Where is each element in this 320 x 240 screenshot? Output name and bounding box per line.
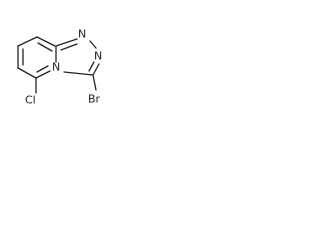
bond-c3-br bbox=[92, 74, 97, 91]
bond-c8a-n1-inner bbox=[60, 43, 78, 51]
bond-c3-n4 bbox=[63, 71, 94, 76]
atom-label-n4: N bbox=[52, 61, 60, 74]
atom-label-n2: N bbox=[94, 50, 102, 63]
bond-c5-n4 bbox=[35, 70, 51, 79]
bond-c8-c7 bbox=[17, 36, 38, 47]
molecule-structure: N N N Br Cl bbox=[17, 28, 102, 107]
atom-label-br: Br bbox=[88, 93, 101, 106]
bond-n2-c3-inner bbox=[88, 61, 95, 72]
atom-label-n1: N bbox=[78, 28, 86, 41]
bond-c8a-c8 bbox=[36, 36, 56, 47]
bond-c6-c5 bbox=[17, 67, 37, 79]
bond-n1-n2 bbox=[89, 40, 97, 49]
bond-c8-c8-inner bbox=[37, 42, 53, 52]
bond-n2-c3 bbox=[92, 63, 100, 76]
atom-label-cl: Cl bbox=[25, 94, 36, 107]
bond-c5-n4-inner bbox=[36, 65, 49, 73]
bond-c8a-n1 bbox=[55, 38, 78, 47]
